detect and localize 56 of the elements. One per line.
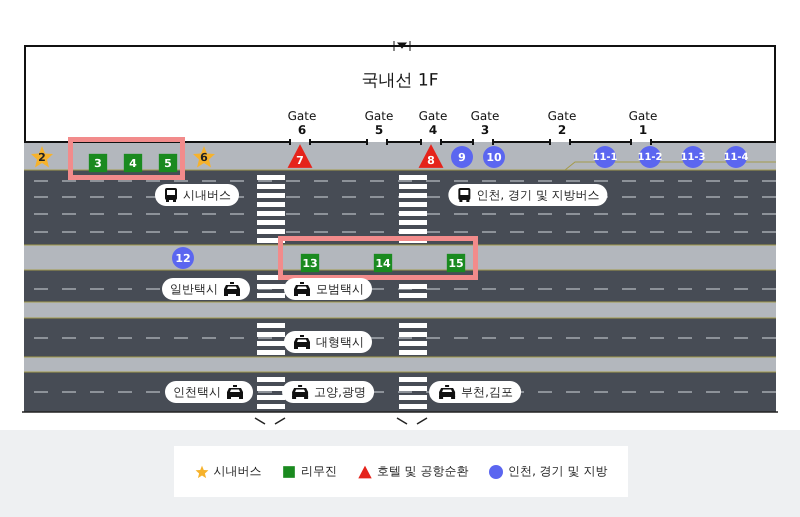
stop-number: 7	[296, 154, 304, 166]
stop-number: 6	[200, 150, 208, 164]
stop-label: 모범택시	[316, 280, 364, 298]
stop-label: 인천택시	[173, 384, 221, 400]
stop-number: 4	[129, 156, 137, 170]
stop-number: 8	[427, 154, 435, 166]
stop-number: 14	[375, 256, 391, 270]
stop-label: 일반택시	[170, 280, 218, 298]
stop-number: 12	[175, 252, 191, 264]
triangle-stop-marker	[418, 143, 444, 169]
stop-number: 11-4	[723, 152, 749, 162]
gate-label: Gate 6	[286, 109, 318, 137]
stop-number: 11-1	[592, 152, 618, 162]
gate-label: Gate 1	[628, 109, 658, 137]
stop-label: 부천,김포	[461, 384, 513, 400]
stop-number: 2	[38, 150, 46, 164]
stop-number: 3	[94, 156, 102, 170]
gate-label: Gate 4	[418, 109, 448, 137]
stop-sign	[165, 381, 253, 403]
star-stop-marker	[192, 145, 216, 169]
triangle-stop-marker	[287, 143, 313, 169]
floor-title: 국내선 1F	[362, 70, 438, 92]
stop-number: 9	[458, 150, 466, 164]
stop-label: 시내버스	[183, 186, 231, 204]
legend-label: 인천, 경기 및 지방	[508, 463, 608, 480]
stop-label: 인천, 경기 및 지방버스	[476, 186, 600, 204]
stop-sign	[448, 184, 608, 206]
stop-label: 고양,광명	[314, 384, 366, 400]
star-stop-marker	[30, 145, 54, 169]
circle-stop-marker	[594, 146, 616, 168]
circle-stop-marker	[172, 247, 194, 269]
stop-sign	[429, 381, 521, 403]
stop-number: 11-3	[680, 152, 706, 162]
circle-stop-marker	[725, 146, 747, 168]
stop-sign	[155, 184, 239, 206]
gate-label: Gate 3	[470, 109, 500, 137]
stop-sign	[284, 331, 372, 353]
stop-sign	[162, 278, 250, 300]
stop-sign	[284, 278, 372, 300]
stop-number: 15	[448, 256, 464, 270]
circle-stop-marker	[483, 146, 505, 168]
stop-sign	[282, 381, 374, 403]
legend-label: 시내버스	[214, 463, 262, 480]
stop-label: 대형택시	[316, 334, 364, 350]
legend-label: 호텔 및 공항순환	[376, 463, 468, 480]
circle-stop-marker	[639, 146, 661, 168]
stop-number: 13	[302, 256, 318, 270]
stop-number: 11-2	[637, 152, 663, 162]
stop-number: 10	[486, 150, 502, 164]
highlight-frame	[68, 137, 185, 180]
circle-stop-marker	[682, 146, 704, 168]
legend-label: 리무진	[301, 463, 338, 480]
gate-label: Gate 5	[364, 109, 394, 137]
stop-number: 5	[164, 156, 172, 170]
gate-label: Gate 2	[546, 109, 578, 137]
circle-stop-marker	[451, 146, 473, 168]
